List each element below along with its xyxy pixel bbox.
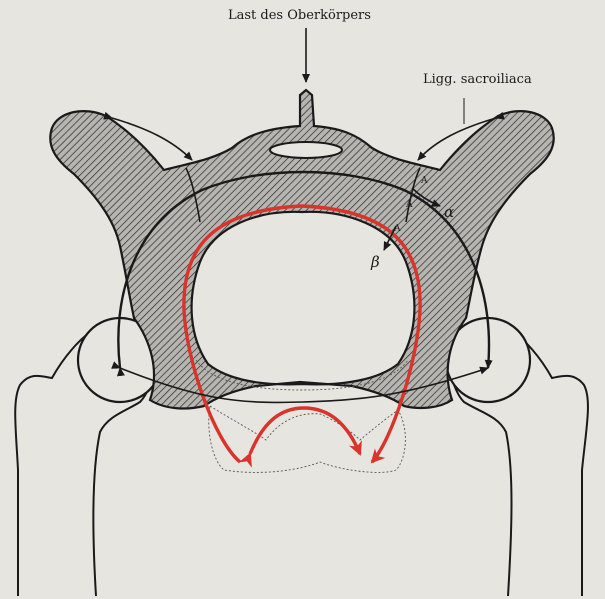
- mark-a-3: A: [394, 224, 401, 234]
- load-label: Last des Oberkörpers: [228, 8, 371, 23]
- right-ligament-arrow: [417, 111, 505, 161]
- beta-arrow: [383, 225, 397, 251]
- red-inner-arc: [238, 406, 362, 468]
- alpha-arrow: [411, 187, 441, 207]
- dotted-outline: [208, 405, 406, 473]
- red-force-line: [182, 204, 422, 464]
- mark-a-2: A: [406, 200, 413, 210]
- beta-label: β: [371, 253, 380, 271]
- left-ligament-arrow: [103, 111, 193, 161]
- alpha-label: α: [444, 203, 455, 221]
- mark-a-1: A: [421, 176, 428, 186]
- si-joint-left: [185, 167, 201, 223]
- ligaments-label: Ligg. sacroiliaca: [423, 72, 532, 87]
- force-arc: [116, 170, 493, 377]
- si-joint-right: [405, 167, 421, 223]
- sacral-canal: [269, 141, 343, 159]
- head-connector: [111, 361, 489, 404]
